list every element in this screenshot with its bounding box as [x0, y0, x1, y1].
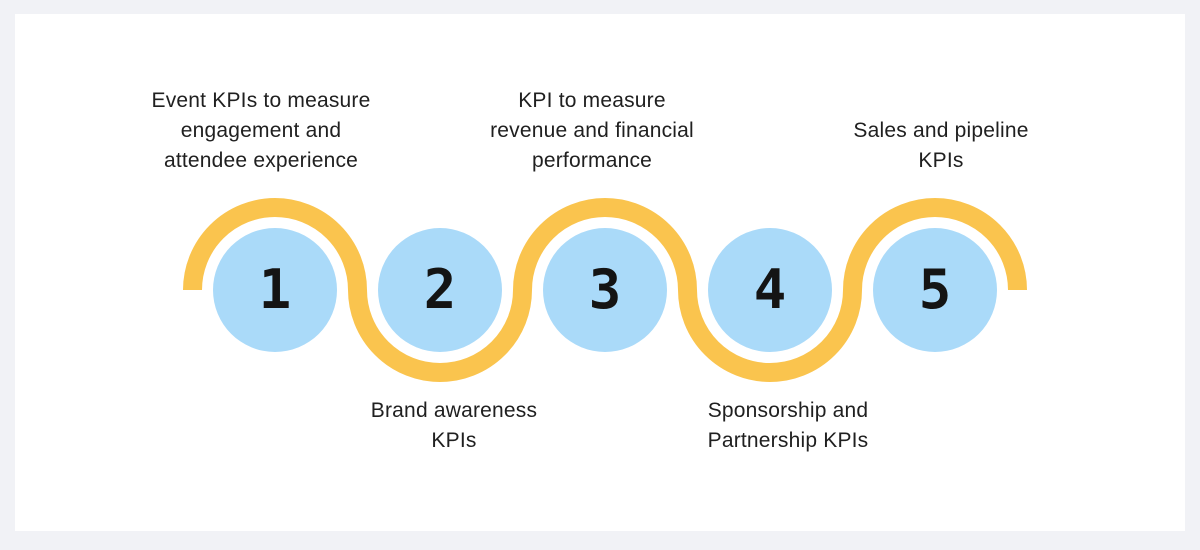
step-number-3: 3	[588, 258, 622, 321]
step-circle-4: 4	[708, 228, 832, 352]
step-number-2: 2	[423, 258, 457, 321]
step-number-4: 4	[753, 258, 787, 321]
step-number-5: 5	[918, 258, 952, 321]
step-circle-5: 5	[873, 228, 997, 352]
step-number-1: 1	[258, 258, 292, 321]
step-label-2: Brand awareness KPIs	[370, 399, 538, 452]
step-circle-1: 1	[213, 228, 337, 352]
step-circle-3: 3	[543, 228, 667, 352]
step-label-1: Event KPIs to measure engagement and att…	[151, 89, 371, 172]
step-label-5: Sales and pipeline KPIs	[853, 119, 1029, 172]
step-label-4: Sponsorship and Partnership KPIs	[707, 399, 869, 452]
step-circle-2: 2	[378, 228, 502, 352]
step-label-3: KPI to measure revenue and financial per…	[490, 89, 694, 172]
